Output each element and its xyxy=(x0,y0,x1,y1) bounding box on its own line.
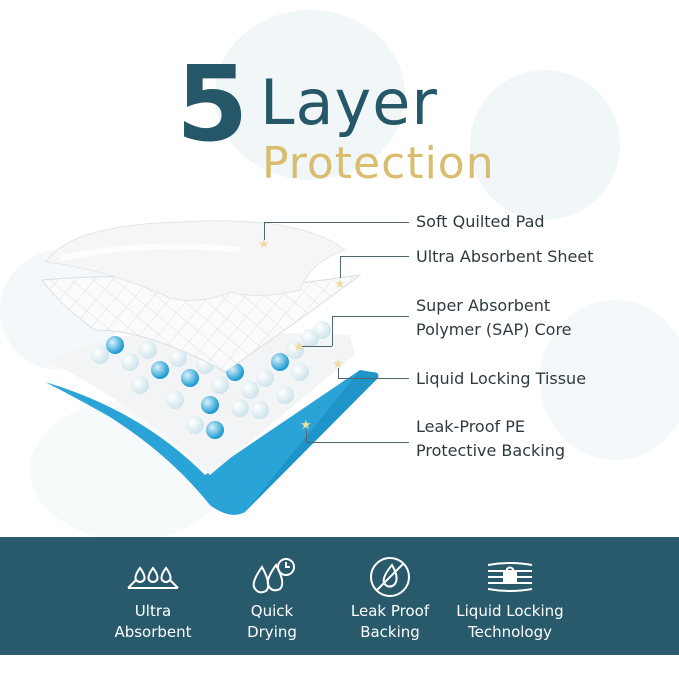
layer-label-soft-quilted-pad: Soft Quilted Pad xyxy=(416,212,545,231)
background-bear xyxy=(470,70,620,220)
headline-word: Layer xyxy=(260,66,438,139)
headline-subtitle: Protection xyxy=(262,138,495,189)
background-cloud xyxy=(215,10,405,180)
star-marker-icon: ★ xyxy=(258,236,270,251)
sap-beads xyxy=(91,321,331,439)
lock-layers-icon xyxy=(455,555,565,599)
headline-number: 5 xyxy=(176,43,248,165)
layer-label-liquid-locking-tissue: Liquid Locking Tissue xyxy=(416,369,587,388)
star-marker-icon: ★ xyxy=(293,339,305,354)
drops-clock-icon xyxy=(217,555,327,599)
layer-label-ultra-absorbent-sheet: Ultra Absorbent Sheet xyxy=(416,247,594,266)
star-marker-icon: ★ xyxy=(300,417,312,432)
background-cloud xyxy=(540,300,679,460)
star-marker-icon: ★ xyxy=(332,356,344,371)
star-marker-icon: ★ xyxy=(334,276,346,291)
water-drops-icon xyxy=(98,555,208,599)
soft-pad-layer xyxy=(45,220,347,301)
no-drop-icon xyxy=(335,555,445,599)
